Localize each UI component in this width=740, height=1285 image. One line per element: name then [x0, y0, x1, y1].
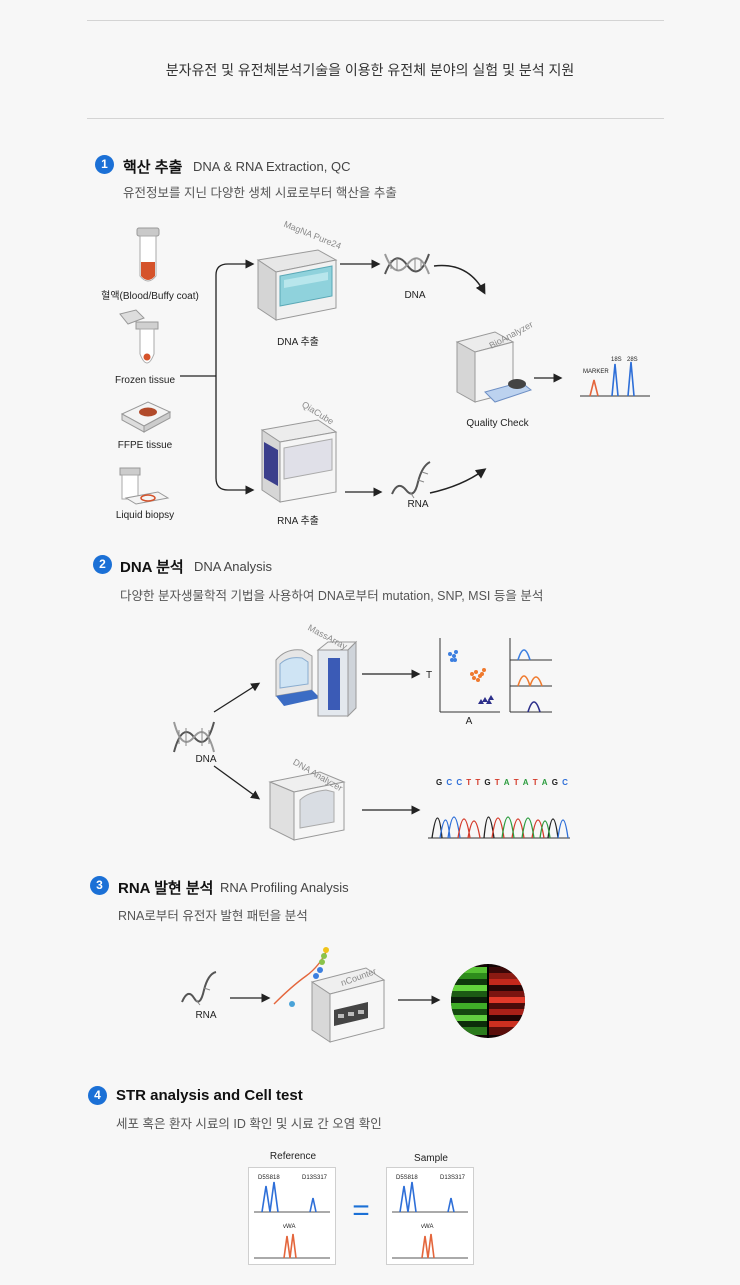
sample-str-profile	[386, 1167, 474, 1265]
base-letter: T	[466, 778, 472, 787]
scatter-y-label: T	[425, 670, 433, 681]
mass-spectra-peaks	[509, 638, 552, 713]
sample-locus-d13: D13S317	[440, 1175, 466, 1181]
sanger-chromatogram	[428, 816, 570, 839]
base-letter: T	[494, 778, 500, 787]
section-title-1: 핵산 추출	[123, 159, 183, 176]
section-desc-2: 다양한 분자생물학적 기법을 사용하여 DNA로부터 mutation, SNP…	[120, 589, 544, 603]
sample-label-liquid: Liquid biopsy	[115, 510, 175, 521]
base-letter: A	[541, 778, 548, 787]
reference-str-profile	[248, 1167, 336, 1265]
base-letter: T	[532, 778, 538, 787]
qc-electropherogram	[580, 361, 650, 397]
section-desc-1: 유전정보를 지닌 다양한 생체 시료로부터 핵산을 추출	[123, 186, 397, 200]
scatter-x-label: A	[465, 716, 473, 727]
reference-str-peaks	[254, 1181, 330, 1259]
qc-marker-label: MARKER	[583, 369, 609, 375]
sample-locus-d5: D5S818	[396, 1175, 418, 1181]
section-number-2: 2	[93, 555, 112, 574]
reference-label: Reference	[269, 1151, 317, 1162]
base-letter: T	[475, 778, 481, 787]
liquid-biopsy-icon	[119, 467, 170, 505]
section-subtitle-2: DNA Analysis	[194, 559, 273, 574]
sample-str-peaks	[392, 1181, 468, 1259]
base-letter: G	[484, 778, 491, 787]
section-number-1: 1	[95, 155, 114, 174]
ref-locus-d5: D5S818	[258, 1175, 280, 1181]
rna-strand-icon-2	[181, 971, 217, 1006]
equals-sign: =	[352, 1194, 370, 1227]
base-letter: C	[446, 778, 453, 787]
sequence-letters: G C C T T G T A T A T A G C	[436, 778, 568, 787]
ref-locus-d13: D13S317	[302, 1175, 328, 1181]
dna-analyzer-device-icon	[268, 771, 346, 841]
ref-locus-vwa: vWA	[283, 1224, 296, 1230]
base-letter: G	[436, 778, 443, 787]
massarray-device-icon	[275, 640, 358, 718]
ncounter-device-icon	[273, 947, 386, 1043]
rna-analysis-flow-lines	[230, 993, 441, 1005]
rna-label-2: RNA	[195, 1010, 217, 1021]
genotype-scatter-plot	[439, 638, 500, 713]
base-letter: A	[522, 778, 529, 787]
section-title-4: STR analysis and Cell test	[116, 1087, 303, 1104]
ffpe-block-icon	[120, 401, 172, 433]
base-letter: T	[513, 778, 519, 787]
dna-extraction-label: DNA 추출	[277, 337, 319, 348]
section-title-3: RNA 발현 분석	[118, 880, 214, 897]
rna-label-1: RNA	[407, 499, 429, 510]
base-letter: C	[562, 778, 568, 787]
top-divider	[87, 20, 664, 21]
blood-tube-icon	[136, 227, 160, 282]
qc-28s-label: 28S	[627, 357, 638, 363]
quality-check-label: Quality Check	[466, 418, 529, 429]
section-title-2: DNA 분석	[120, 559, 184, 576]
sample-label-blood: 혈액(Blood/Buffy coat)	[101, 291, 199, 302]
dna-analysis-flow-lines	[213, 669, 421, 815]
sample-label: Sample	[414, 1153, 448, 1164]
expression-heatmap	[451, 964, 525, 1038]
section-desc-4: 세포 혹은 환자 시료의 ID 확인 및 시료 간 오염 확인	[116, 1117, 382, 1131]
magna-pure-device-icon	[256, 249, 338, 321]
sample-label-ffpe: FFPE tissue	[117, 440, 173, 451]
qc-18s-label: 18S	[611, 357, 622, 363]
header-divider	[87, 118, 664, 119]
base-letter: A	[503, 778, 510, 787]
frozen-tissue-tube-icon	[119, 309, 159, 364]
sample-locus-vwa: vWA	[421, 1224, 434, 1230]
page-subtitle: 분자유전 및 유전체분석기술을 이용한 유전체 분야의 실험 및 분석 지원	[165, 62, 575, 78]
bioanalyzer-device-icon	[455, 331, 533, 403]
dna-helix-icon-2	[173, 721, 215, 753]
dna-label-1: DNA	[404, 290, 426, 301]
dna-label-2: DNA	[195, 754, 217, 765]
section-subtitle-1: DNA & RNA Extraction, QC	[193, 159, 351, 174]
base-letter: C	[456, 778, 463, 787]
section-desc-3: RNA로부터 유전자 발현 패턴을 분석	[118, 909, 308, 923]
sample-label-frozen: Frozen tissue	[114, 375, 176, 386]
section-number-3: 3	[90, 876, 109, 895]
qiacube-device-icon	[260, 419, 338, 503]
dna-helix-icon	[384, 253, 430, 275]
rna-extraction-label: RNA 추출	[277, 516, 319, 527]
section-number-4: 4	[88, 1086, 107, 1105]
rna-strand-icon	[391, 461, 431, 499]
extraction-flow-lines	[180, 259, 563, 497]
base-letter: G	[551, 778, 558, 787]
section-subtitle-3: RNA Profiling Analysis	[220, 880, 349, 895]
